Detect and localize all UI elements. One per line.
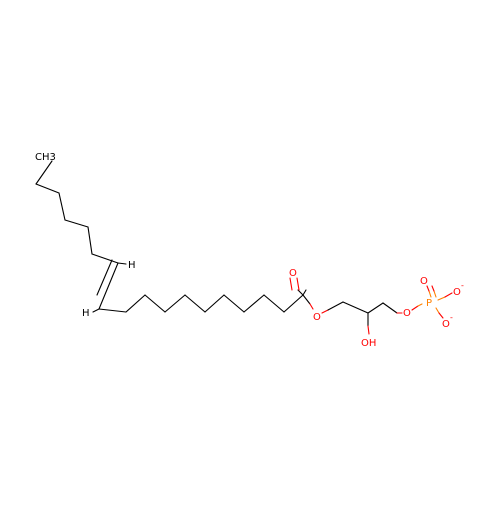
phosphate-bonds [411, 285, 453, 319]
ester-oxygen-label: O [313, 312, 321, 323]
glycerol-bonds [302, 294, 403, 335]
chain-to-carbonyl-bonds [125, 294, 304, 313]
alkyl-chain-bonds [35, 160, 119, 264]
anion-oxygen-upper-label: O [453, 287, 461, 298]
charge-upper-label: - [461, 281, 464, 290]
methyl-label: CH3 [35, 152, 56, 163]
alkene-bonds [92, 259, 127, 313]
hydroxyl-label: OH [361, 338, 376, 349]
anion-oxygen-lower-label: O [442, 319, 450, 330]
hydrogen-label-lower: H [82, 308, 90, 319]
phosphorus-label: P [426, 298, 432, 309]
carbonyl-bonds [289, 277, 307, 296]
charge-lower-label: - [450, 313, 453, 322]
hydrogen-label-upper: H [128, 260, 136, 271]
phosphate-link-oxygen-label: O [403, 308, 411, 319]
carbonyl-oxygen-label: O [289, 268, 297, 279]
phosphoryl-oxygen-label: O [420, 276, 428, 287]
